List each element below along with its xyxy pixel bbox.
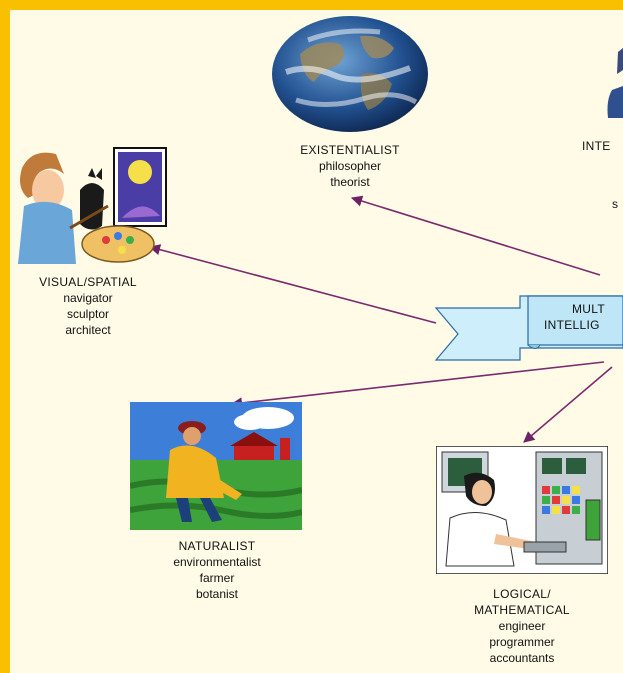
logical-sub-1: engineer [498, 619, 546, 633]
arrow-to-existentialist [350, 195, 601, 276]
interpersonal-sub-1: s [612, 197, 618, 211]
visual-spatial-sub-2: sculptor [66, 307, 110, 321]
naturalist-label: NATURALIST environmentalist farmer botan… [134, 538, 300, 602]
existentialist-sub-2: theorist [330, 175, 370, 189]
painter-icon [10, 146, 170, 268]
logical-mathematical-label: LOGICAL/ MATHEMATICAL engineer programme… [432, 586, 612, 666]
farmer-icon [130, 402, 302, 530]
logical-title: LOGICAL/ [493, 587, 551, 601]
arrow-to-logical [523, 366, 613, 443]
naturalist-sub-1: environmentalist [173, 555, 261, 569]
arrow-to-naturalist [230, 361, 605, 409]
existentialist-sub-1: philosopher [318, 159, 382, 173]
earth-icon [270, 14, 430, 134]
naturalist-title: NATURALIST [178, 539, 256, 553]
visual-spatial-label: VISUAL/SPATIAL navigator sculptor archit… [8, 274, 168, 338]
interpersonal-label: INTE [582, 138, 623, 154]
frame-top-border [0, 0, 623, 10]
interpersonal-sub: s [612, 196, 623, 212]
existentialist-label: EXISTENTIALIST philosopher theorist [268, 142, 432, 190]
logical-sub-2: programmer [489, 635, 555, 649]
multiple-intelligences-banner [434, 295, 623, 361]
interpersonal-figure-icon-top [617, 48, 623, 74]
existentialist-title: EXISTENTIALIST [300, 143, 400, 157]
computer-user-icon [436, 446, 608, 574]
visual-spatial-sub-3: architect [65, 323, 111, 337]
interpersonal-figure-icon [607, 86, 623, 118]
arrow-to-visual-spatial [148, 244, 437, 324]
interpersonal-title: INTE [582, 139, 611, 153]
banner-text: MULT INTELLIG [544, 301, 623, 333]
frame-left-border [0, 0, 10, 673]
logical-sub-3: accountants [489, 651, 555, 665]
mathematical-title: MATHEMATICAL [474, 603, 570, 617]
banner-line-2: INTELLIG [544, 318, 600, 332]
naturalist-sub-3: botanist [195, 587, 239, 601]
visual-spatial-sub-1: navigator [63, 291, 113, 305]
banner-line-1: MULT [572, 302, 605, 316]
naturalist-sub-2: farmer [199, 571, 235, 585]
visual-spatial-title: VISUAL/SPATIAL [39, 275, 137, 289]
